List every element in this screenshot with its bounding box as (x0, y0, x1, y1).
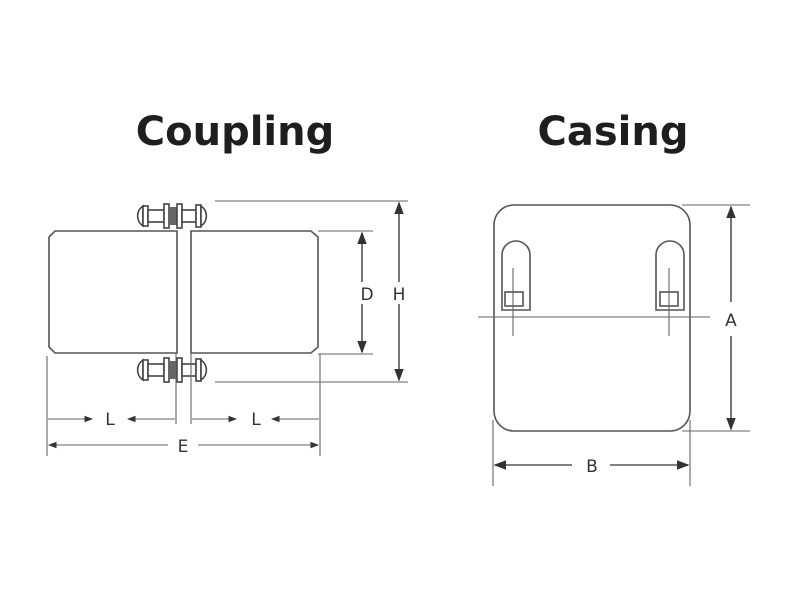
casing-drawing: A B (478, 204, 750, 486)
top-bolts (136, 203, 208, 229)
dimension-h-label: H (393, 285, 406, 305)
casing-title: Casing (538, 109, 689, 155)
casing-body (493, 204, 691, 432)
right-hub (190, 230, 319, 354)
left-slot (501, 240, 531, 336)
left-hub (48, 230, 178, 354)
dimension-e-label: E (178, 437, 189, 457)
right-slot (655, 240, 685, 336)
coupling-title: Coupling (136, 109, 334, 155)
dimension-b-label: B (586, 457, 598, 477)
dimension-d-label: D (360, 285, 373, 305)
dimension-a-label: A (725, 311, 737, 331)
coupling-drawing: D H L L E (46, 200, 408, 457)
bottom-bolts (136, 357, 208, 383)
dimension-l-right-label: L (251, 410, 261, 430)
dimension-l-left-label: L (105, 410, 115, 430)
